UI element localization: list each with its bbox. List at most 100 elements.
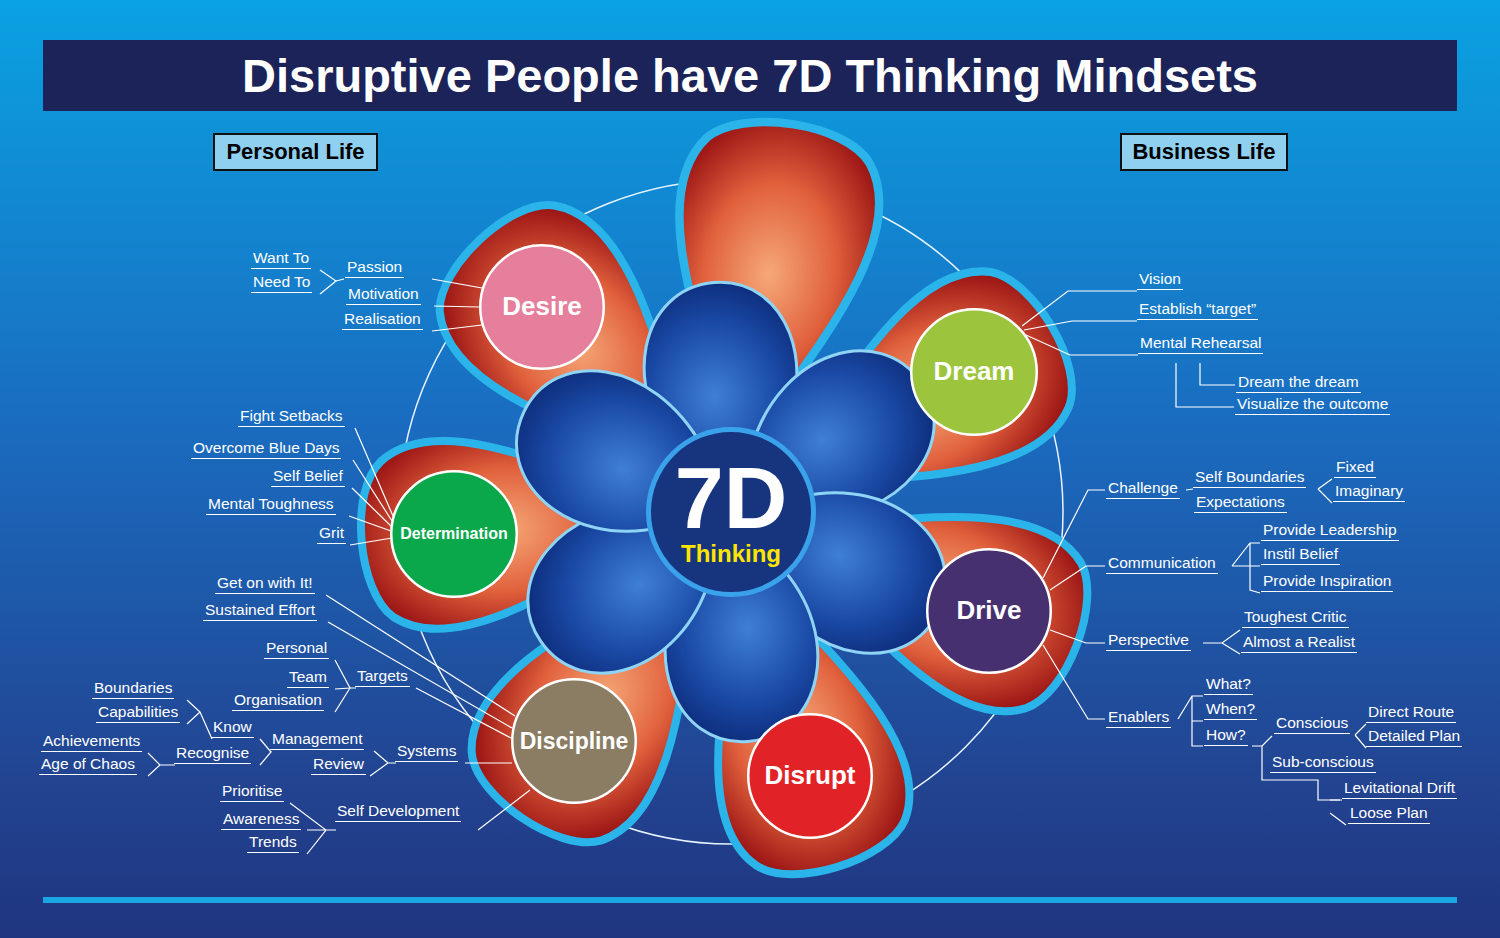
circle-shape <box>927 549 1051 673</box>
leader-line <box>1043 490 1105 719</box>
branch-label: Overcome Blue Days <box>191 439 341 459</box>
branch-label: Passion <box>345 258 404 278</box>
circle-shape <box>480 245 604 369</box>
leader-line <box>1178 696 1203 746</box>
node-text: Disrupt <box>747 713 873 839</box>
leader-line <box>434 306 479 307</box>
mindset-circle: Desire <box>479 244 605 370</box>
branch-label: Achievements <box>41 732 142 752</box>
node-label: Business Life <box>1132 139 1275 164</box>
branch-label: Self Development <box>335 802 461 822</box>
branch-label: Get on with It! <box>215 574 315 594</box>
mindset-circle: Drive <box>926 548 1052 674</box>
branch-label: Dream the dream <box>1236 373 1361 393</box>
branch-label: Want To <box>251 249 311 269</box>
node-label: Determination <box>400 525 508 543</box>
node-text: Determination <box>390 470 518 598</box>
branch-label: Levitational Drift <box>1342 779 1457 799</box>
branch-label: Sub-conscious <box>1270 753 1376 773</box>
node-label: Personal Life <box>226 139 364 164</box>
circle-shape <box>748 714 872 838</box>
branch-label: Imaginary <box>1333 482 1405 502</box>
outer-petals <box>354 109 1110 894</box>
title-band: Disruptive People have 7D Thinking Minds… <box>43 40 1457 111</box>
node-label: Dream <box>934 357 1015 387</box>
branch-label: Team <box>287 668 329 688</box>
branch-label: Perspective <box>1106 631 1191 651</box>
branch-label: Personal <box>264 639 329 659</box>
branch-label: Provide Leadership <box>1261 521 1399 541</box>
node-label: Thinking <box>681 540 781 568</box>
node-text: Desire <box>479 244 605 370</box>
leader-lines <box>148 270 1366 854</box>
node-label: Drive <box>956 596 1021 626</box>
branch-label: Fixed <box>1334 458 1376 478</box>
branch-label: Almost a Realist <box>1241 633 1357 653</box>
node-label: Disrupt <box>765 761 856 791</box>
branch-label: Review <box>311 755 366 775</box>
leader-line <box>148 753 175 776</box>
bottom-rule <box>43 897 1457 903</box>
branch-label: Fight Setbacks <box>238 407 345 427</box>
node-text: Dream <box>910 308 1038 436</box>
branch-label: Direct Route <box>1366 703 1456 723</box>
branch-label: Self Belief <box>271 467 345 487</box>
circle-shape <box>391 471 517 597</box>
branch-label: Challenge <box>1106 479 1180 499</box>
branch-label: How? <box>1204 726 1248 746</box>
branch-label: Grit <box>317 524 346 544</box>
circle-shape <box>512 679 636 803</box>
box-shape <box>214 134 377 170</box>
branch-label: Targets <box>355 667 410 687</box>
mindset-circle: Dream <box>910 308 1038 436</box>
node-text: Personal Life <box>213 133 378 171</box>
branch-label: Conscious <box>1274 714 1350 734</box>
leader-line <box>1232 543 1260 593</box>
leader-line <box>326 595 515 728</box>
branch-label: Vision <box>1137 270 1183 290</box>
leader-line <box>1203 630 1240 654</box>
leader-line <box>1022 291 1138 355</box>
leader-line <box>336 279 344 281</box>
box-shape <box>1121 134 1287 170</box>
node-text: Business Life <box>1120 133 1288 171</box>
branch-label: Establish “target” <box>1137 300 1258 320</box>
branch-label: Instil Belief <box>1261 545 1340 565</box>
branch-label: Sustained Effort <box>203 601 317 621</box>
title: Disruptive People have 7D Thinking Minds… <box>242 48 1258 103</box>
branch-label: Organisation <box>232 691 324 711</box>
branch-label: Realisation <box>342 310 423 330</box>
mindset-circle: Determination <box>390 470 518 598</box>
branch-label: Mental Toughness <box>206 495 336 515</box>
branch-label: Detailed Plan <box>1366 727 1462 747</box>
branch-label: What? <box>1204 675 1253 695</box>
title-banner <box>43 40 1457 111</box>
leader-line <box>290 790 530 854</box>
leader-line <box>349 428 393 545</box>
leader-line <box>432 325 482 331</box>
leader-line <box>1176 363 1235 407</box>
circle-shape <box>911 309 1037 435</box>
branch-label: Expectations <box>1194 493 1287 513</box>
branch-label: Trends <box>247 833 299 853</box>
leader-line <box>335 660 350 712</box>
branch-label: Boundaries <box>92 679 174 699</box>
mindset-circle: Discipline <box>511 678 637 804</box>
branch-label: Provide Inspiration <box>1261 572 1393 592</box>
branch-label: Management <box>270 730 364 750</box>
mindset-circle: Disrupt <box>747 713 873 839</box>
branch-label: Enablers <box>1106 708 1171 728</box>
circle-shape <box>649 430 814 595</box>
branch-label: Recognise <box>174 744 251 764</box>
node-label: 7D <box>675 456 788 540</box>
leader-line <box>320 270 336 294</box>
section-box: Personal Life <box>213 133 378 171</box>
branch-label: Mental Rehearsal <box>1138 334 1263 354</box>
node-label: Desire <box>502 292 582 322</box>
leader-line <box>187 700 212 739</box>
branch-label: Motivation <box>346 285 421 305</box>
branch-label: Systems <box>395 742 458 762</box>
branch-label: Prioritise <box>220 782 284 802</box>
